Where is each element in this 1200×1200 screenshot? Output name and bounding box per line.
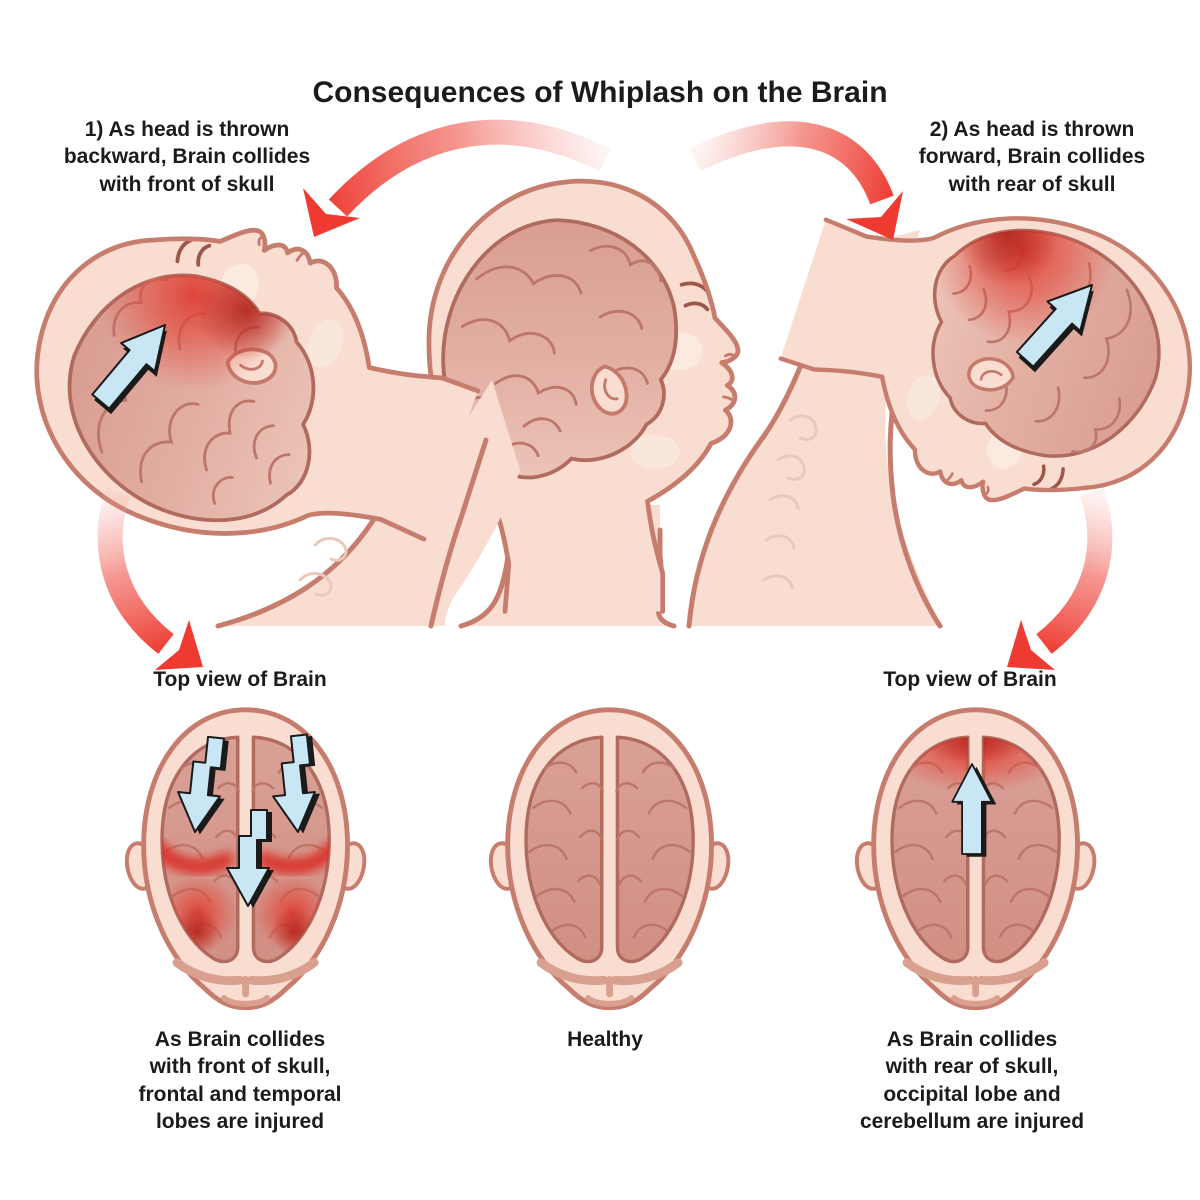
- top-view-injured-rear: [857, 710, 1095, 1008]
- step1-line: backward, Brain collides: [63, 145, 311, 169]
- caption-line: As Brain collides: [886, 1028, 1058, 1051]
- caption-line: As Brain collides: [154, 1028, 326, 1051]
- red-motion-arrow-backward: [303, 119, 611, 237]
- red-arrowhead-icon: [155, 620, 203, 670]
- top-view-label-right: Top view of Brain: [883, 668, 1057, 691]
- front-injury-zones: [162, 839, 330, 955]
- step2-line: with rear of skull: [948, 172, 1116, 196]
- step1-label: 1) As head is thrown backward, Brain col…: [37, 116, 337, 198]
- red-arrowhead-icon: [846, 191, 903, 240]
- red-arrowhead-icon: [1007, 620, 1055, 670]
- red-arrow-down-left: [97, 487, 203, 670]
- top-view-injured-front: [127, 710, 365, 1008]
- red-arrow-down-right: [1007, 487, 1113, 670]
- page-title: Consequences of Whiplash on the Brain: [312, 76, 888, 109]
- top-view-healthy: [491, 710, 729, 1008]
- caption-line: with front of skull,: [149, 1055, 331, 1079]
- caption-line: occipital lobe and: [883, 1082, 1061, 1106]
- red-arrowhead-icon: [303, 188, 360, 237]
- red-motion-arrow-forward: [689, 121, 903, 240]
- caption-line: with rear of skull,: [885, 1055, 1059, 1079]
- figure-center-upright: [429, 181, 738, 629]
- step1-line: with front of skull: [99, 172, 275, 196]
- caption-line: frontal and temporal: [138, 1082, 342, 1106]
- caption-injured-rear: As Brain collides with rear of skull, oc…: [837, 1026, 1107, 1135]
- caption-healthy: Healthy: [567, 1028, 643, 1051]
- step2-line: 2) As head is thrown: [929, 118, 1135, 141]
- step1-line: 1) As head is thrown: [84, 118, 290, 141]
- caption-line: cerebellum are injured: [859, 1109, 1085, 1133]
- caption-line: lobes are injured: [155, 1109, 325, 1133]
- step2-label: 2) As head is thrown forward, Brain coll…: [882, 116, 1182, 198]
- step2-line: forward, Brain collides: [918, 145, 1146, 169]
- figure-head-backward: [0, 162, 520, 629]
- spine-forward: [762, 414, 818, 590]
- top-view-label-left: Top view of Brain: [153, 668, 327, 691]
- caption-injured-front: As Brain collides with front of skull, f…: [105, 1026, 375, 1135]
